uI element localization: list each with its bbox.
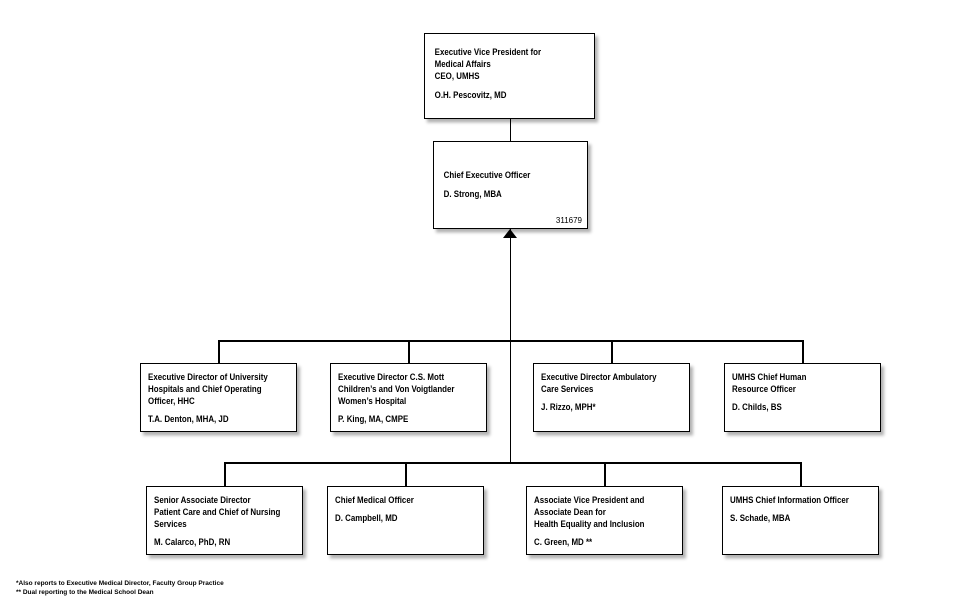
org-node-exec-dir-university-hospitals: Executive Director of University Hospita…: [140, 363, 297, 432]
chart-number: 311679: [555, 216, 582, 225]
node-title: Senior Associate Director Patient Care a…: [154, 495, 281, 529]
node-title: Executive Vice President for Medical Aff…: [434, 47, 542, 81]
node-title: Associate Vice President and Associate D…: [534, 495, 645, 529]
node-person: S. Schade, MBA: [730, 513, 791, 523]
footnote-1: *Also reports to Executive Medical Direc…: [16, 580, 224, 587]
footnotes: *Also reports to Executive Medical Direc…: [16, 580, 224, 597]
org-node-assoc-vp-health-equality: Associate Vice President and Associate D…: [526, 486, 683, 555]
node-person: P. King, MA, CMPE: [338, 414, 409, 424]
node-person: D. Campbell, MD: [335, 513, 398, 523]
org-node-ceo: Chief Executive Officer D. Strong, MBA 3…: [433, 141, 588, 229]
connector-rail-row2: [224, 462, 802, 464]
node-person: D. Childs, BS: [732, 402, 782, 412]
connector-drop-row1-ambulatory: [611, 340, 613, 363]
connector-drop-row2-nursing: [224, 462, 226, 486]
connector-ceo-trunk: [509, 229, 511, 464]
node-person: J. Rizzo, MPH*: [541, 402, 596, 412]
org-node-evp-medical-affairs: Executive Vice President for Medical Aff…: [424, 33, 595, 119]
connector-drop-row2-equality: [604, 462, 606, 486]
node-title: UMHS Chief Information Officer: [730, 495, 849, 505]
connector-drop-row1-hr: [802, 340, 804, 363]
connector-evp-to-ceo: [509, 119, 511, 141]
org-node-chief-medical-officer: Chief Medical Officer D. Campbell, MD: [327, 486, 484, 555]
node-title: Chief Executive Officer: [443, 170, 531, 180]
connector-rail-row1: [218, 340, 804, 342]
org-node-senior-assoc-dir-nursing: Senior Associate Director Patient Care a…: [146, 486, 303, 555]
node-title: Executive Director of University Hospita…: [148, 372, 268, 406]
node-person: M. Calarco, PhD, RN: [154, 537, 231, 547]
connector-drop-row1-mott: [408, 340, 410, 363]
node-person: D. Strong, MBA: [443, 189, 502, 199]
node-title: Executive Director Ambulatory Care Servi…: [541, 372, 657, 394]
node-title: UMHS Chief Human Resource Officer: [732, 372, 807, 394]
node-person: C. Green, MD **: [534, 537, 593, 547]
connector-drop-row2-cio: [800, 462, 802, 486]
node-person: O.H. Pescovitz, MD: [434, 90, 507, 100]
connector-drop-row2-cmo: [405, 462, 407, 486]
footnote-2: ** Dual reporting to the Medical School …: [16, 588, 154, 596]
org-node-chief-human-resource: UMHS Chief Human Resource Officer D. Chi…: [724, 363, 881, 432]
connector-drop-row1-hhc: [218, 340, 220, 363]
node-title: Chief Medical Officer: [335, 495, 414, 505]
org-node-exec-dir-ambulatory: Executive Director Ambulatory Care Servi…: [533, 363, 690, 432]
org-node-exec-dir-mott: Executive Director C.S. Mott Children’s …: [330, 363, 487, 432]
node-title: Executive Director C.S. Mott Children’s …: [338, 372, 455, 406]
node-person: T.A. Denton, MHA, JD: [148, 414, 229, 424]
org-node-chief-information-officer: UMHS Chief Information Officer S. Schade…: [722, 486, 879, 555]
